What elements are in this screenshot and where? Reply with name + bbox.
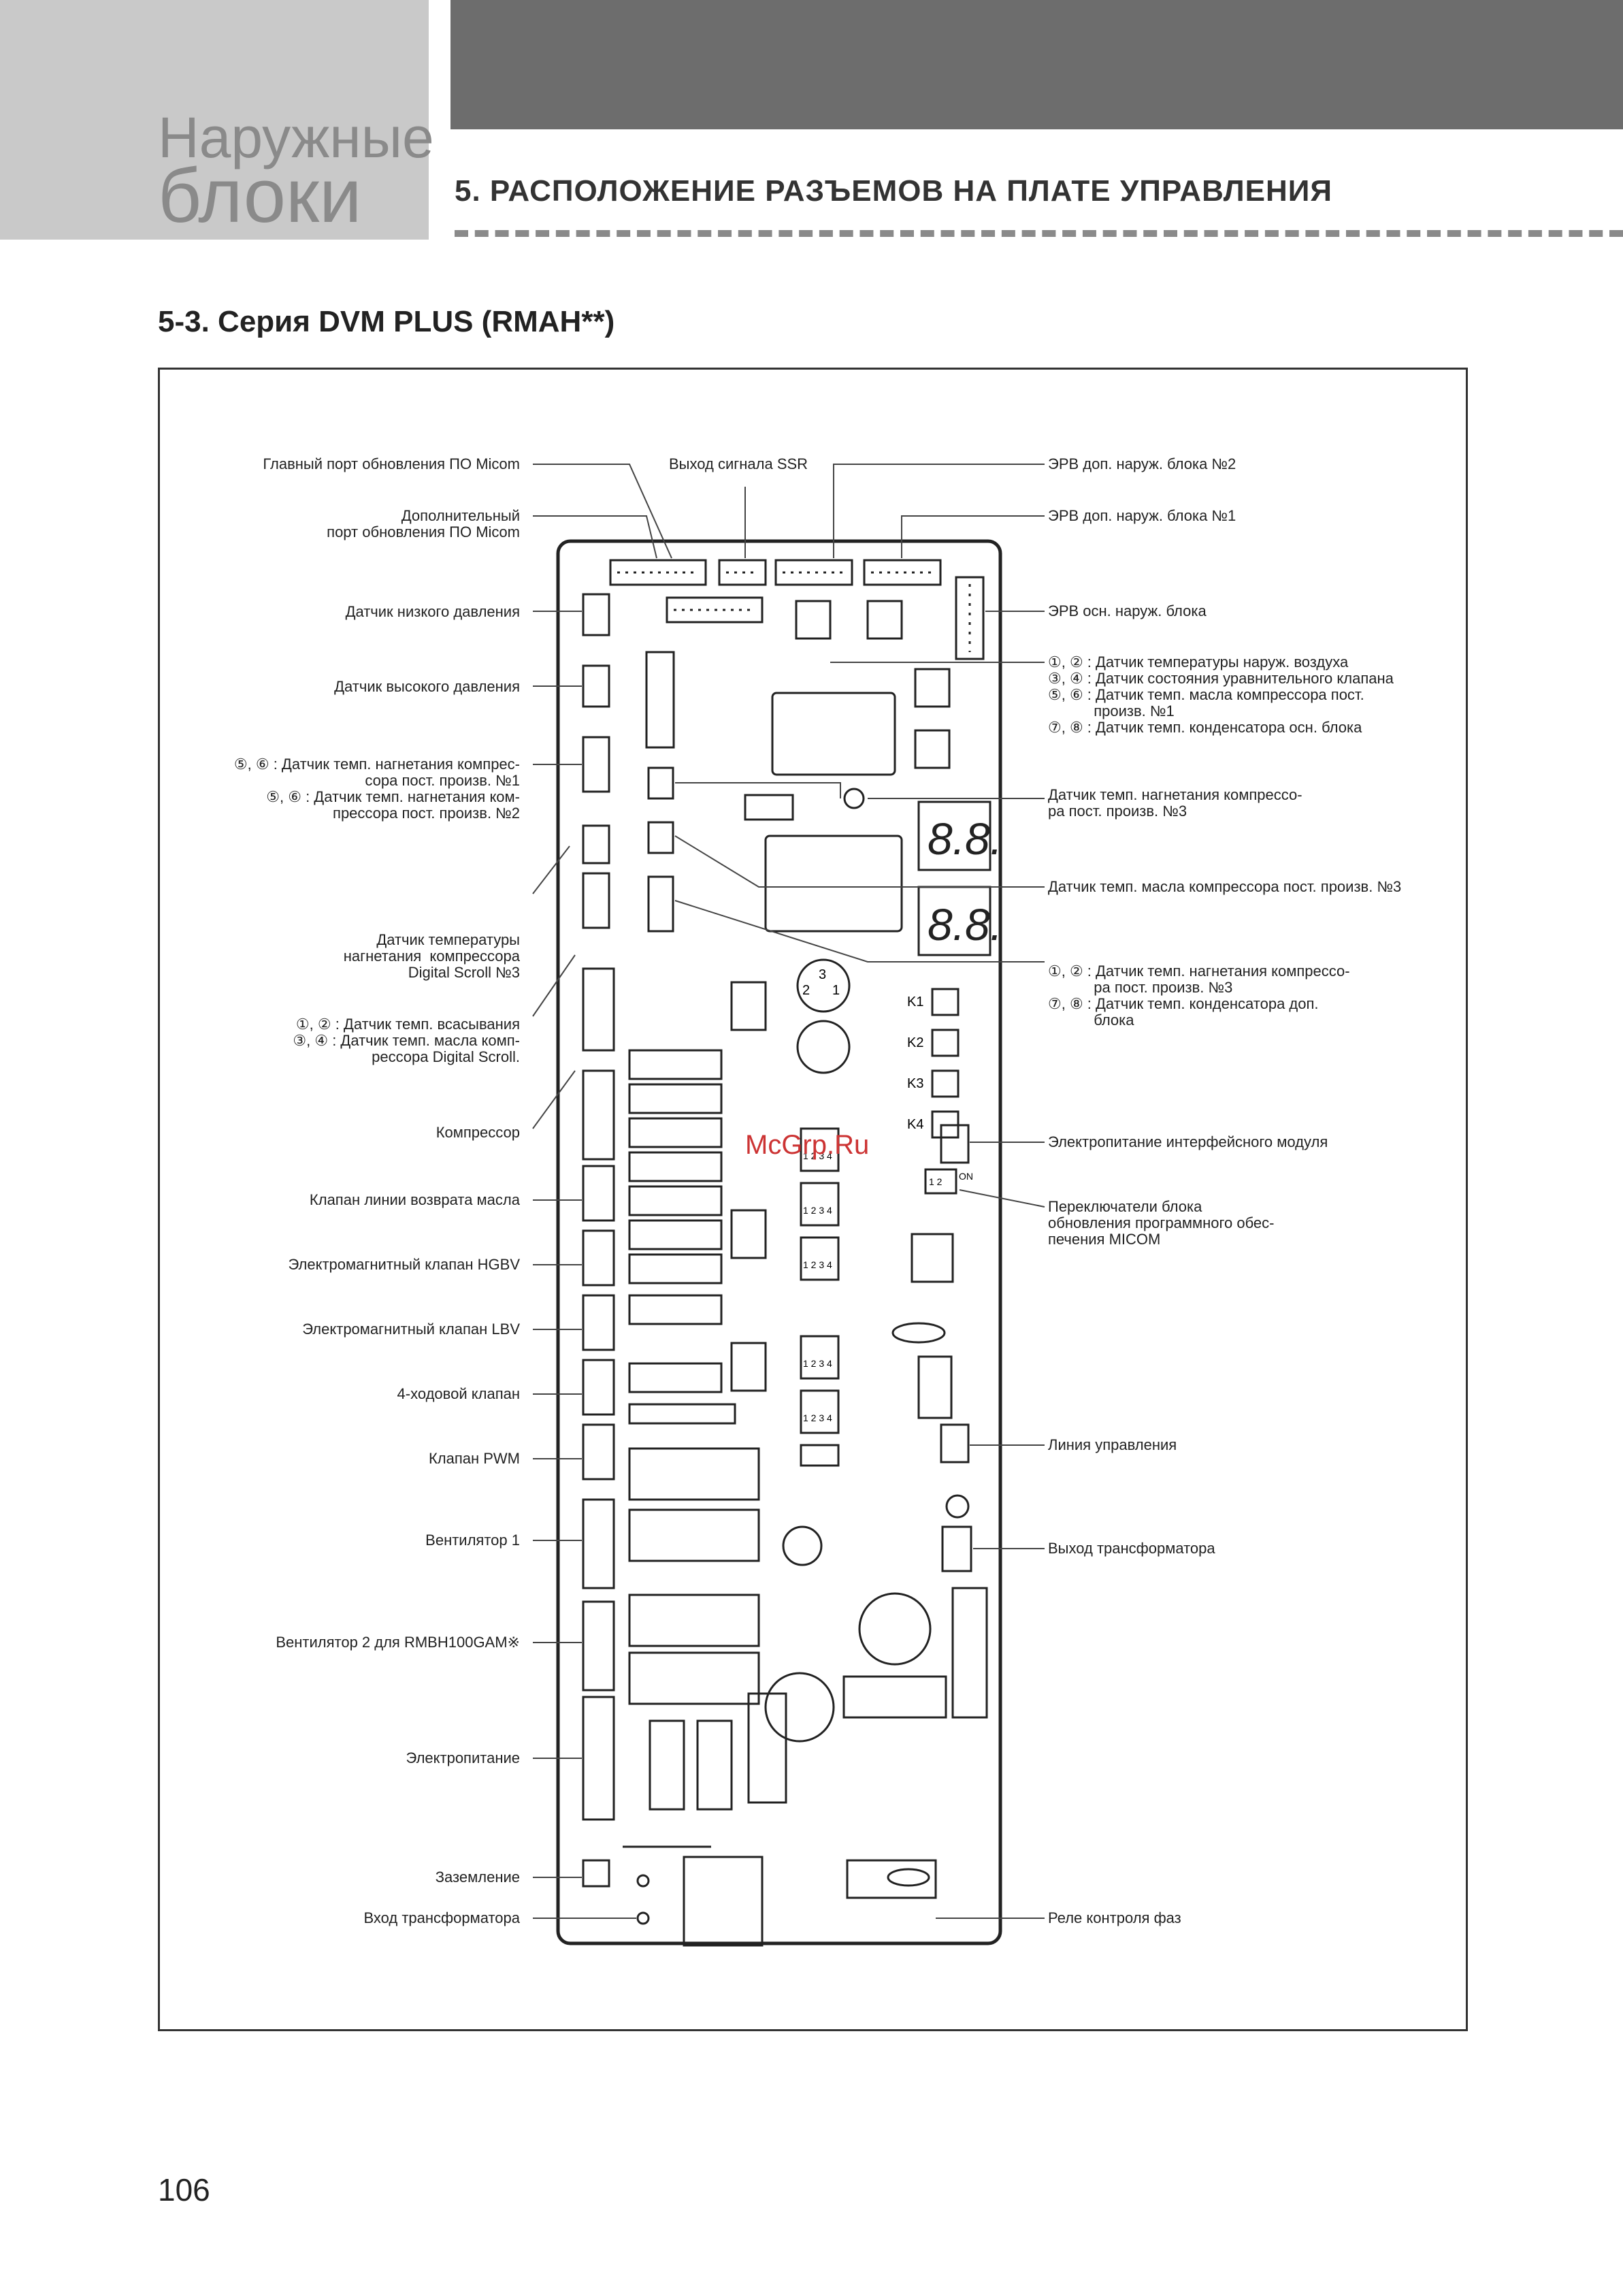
label-lbv-valve: Электромагнитный клапан LBV (302, 1321, 520, 1338)
label-outdoor-sensors: ①, ② : Датчик температуры наруж. воздуха… (1048, 653, 1394, 736)
label-discharge-condenser-sensors: ①, ② : Датчик темп. нагнетания компрессо… (1048, 963, 1350, 1029)
label-oil-sensor-3: Датчик темп. масла компрессора пост. про… (1048, 878, 1402, 895)
dip-5-numbers: 1 2 3 4 (803, 1412, 832, 1423)
rotary-label-3: 3 (819, 967, 826, 982)
header-band (450, 0, 1623, 129)
diagram-frame: 8.8. 8.8. 3 2 1 K1 K2 K3 K4 1 2 3 4 1 2 … (158, 368, 1468, 2031)
connector-eev-main (955, 576, 985, 660)
header-dashed-rule (455, 230, 1623, 237)
ic-chips (730, 600, 954, 1392)
rotary-label-1: 1 (832, 983, 840, 998)
label-eev-2: ЭРВ доп. наруж. блока №2 (1048, 455, 1236, 472)
label-oil-return-valve: Клапан линии возврата масла (309, 1191, 520, 1208)
left-connectors (582, 593, 794, 1888)
dip-on-label: ON (959, 1171, 973, 1182)
k-buttons (931, 988, 960, 1139)
k3-label: K3 (907, 1076, 923, 1091)
dip-2-numbers: 1 2 3 4 (803, 1205, 832, 1216)
connector-main-micom-port (609, 559, 707, 586)
label-discharge-sensors-1-2: ⑤, ⑥ : Датчик темп. нагнетания компрес- … (233, 756, 520, 822)
label-4way-valve: 4-ходовой клапан (397, 1385, 520, 1402)
label-power-supply: Электропитание (406, 1749, 520, 1766)
label-eev-1: ЭРВ доп. наруж. блока №1 (1048, 507, 1236, 524)
k2-label: K2 (907, 1035, 923, 1050)
k1-label: K1 (907, 995, 923, 1009)
section-tab-background (0, 0, 429, 240)
section-title-line1: Наружные (158, 106, 434, 169)
label-micom-switches: Переключатели блока обновления программн… (1048, 1198, 1275, 1248)
label-eev-main: ЭРВ осн. наруж. блока (1048, 602, 1207, 619)
label-compressor: Компрессор (436, 1124, 520, 1141)
label-transformer-output: Выход трансформатора (1048, 1540, 1215, 1557)
label-fan-2: Вентилятор 2 для RMBH100GAM※ (276, 1634, 520, 1651)
label-low-pressure-sensor: Датчик низкого давления (345, 603, 520, 620)
label-aux-micom-port: Дополнительный порт обновления ПО Micom (327, 507, 520, 540)
connector-eev-2 (774, 559, 853, 586)
dip-switches (800, 1127, 957, 1467)
label-control-line: Линия управления (1048, 1436, 1177, 1453)
label-discharge-sensor-3: Датчик темп. нагнетания компрессо- ра по… (1048, 786, 1302, 820)
rotary-label-2: 2 (802, 983, 810, 998)
misc-components (623, 788, 988, 1925)
leader-lines (532, 464, 1045, 1919)
dip-4-numbers: 1 2 3 4 (803, 1358, 832, 1369)
rotary-switches (796, 958, 851, 1074)
dip-micom-numbers: 1 2 (929, 1176, 942, 1187)
label-pwm-valve: Клапан PWM (428, 1450, 520, 1467)
pcb-diagram: 8.8. 8.8. 3 2 1 K1 K2 K3 K4 1 2 3 4 1 2 … (532, 464, 1045, 1947)
label-ssr-output: Выход сигнала SSR (669, 455, 808, 472)
subsection-title: 5-3. Серия DVM PLUS (RMAH**) (158, 305, 615, 338)
watermark: McGrp.Ru (745, 1130, 870, 1160)
label-transformer-input: Вход трансформатора (363, 1909, 520, 1926)
relays (628, 1049, 764, 1947)
label-suction-oil-sensors: ①, ② : Датчик темп. всасывания ③, ④ : Да… (293, 1016, 520, 1065)
label-interface-module-power: Электропитание интерфейсного модуля (1048, 1133, 1328, 1150)
label-digital-scroll-discharge: Датчик температуры нагнетания компрессор… (343, 931, 520, 981)
section-title-line2: блоки (158, 153, 362, 238)
k4-label: K4 (907, 1117, 923, 1132)
chapter-title: 5. РАСПОЛОЖЕНИЕ РАЗЪЕМОВ НА ПЛАТЕ УПРАВЛ… (455, 174, 1333, 208)
label-ground: Заземление (435, 1869, 520, 1886)
label-hgbv-valve: Электромагнитный клапан HGBV (288, 1256, 520, 1273)
display-upper: 8.8. (928, 813, 1002, 864)
label-fan-1: Вентилятор 1 (425, 1532, 520, 1549)
label-main-micom-port: Главный порт обновления ПО Micom (263, 455, 520, 472)
label-high-pressure-sensor: Датчик высокого давления (334, 678, 520, 695)
connector-eev-1 (863, 559, 942, 586)
seven-segment-displays: 8.8. 8.8. (917, 801, 1002, 956)
connector-ssr-output (718, 559, 767, 586)
connector-aux-micom-port (666, 596, 764, 624)
page-number: 106 (158, 2172, 210, 2208)
dip-3-numbers: 1 2 3 4 (803, 1259, 832, 1270)
label-phase-relay: Реле контроля фаз (1048, 1909, 1181, 1926)
pcb-outline (556, 539, 1002, 1945)
display-lower: 8.8. (928, 899, 1002, 950)
dip-1-numbers: 1 2 3 4 (803, 1150, 832, 1161)
